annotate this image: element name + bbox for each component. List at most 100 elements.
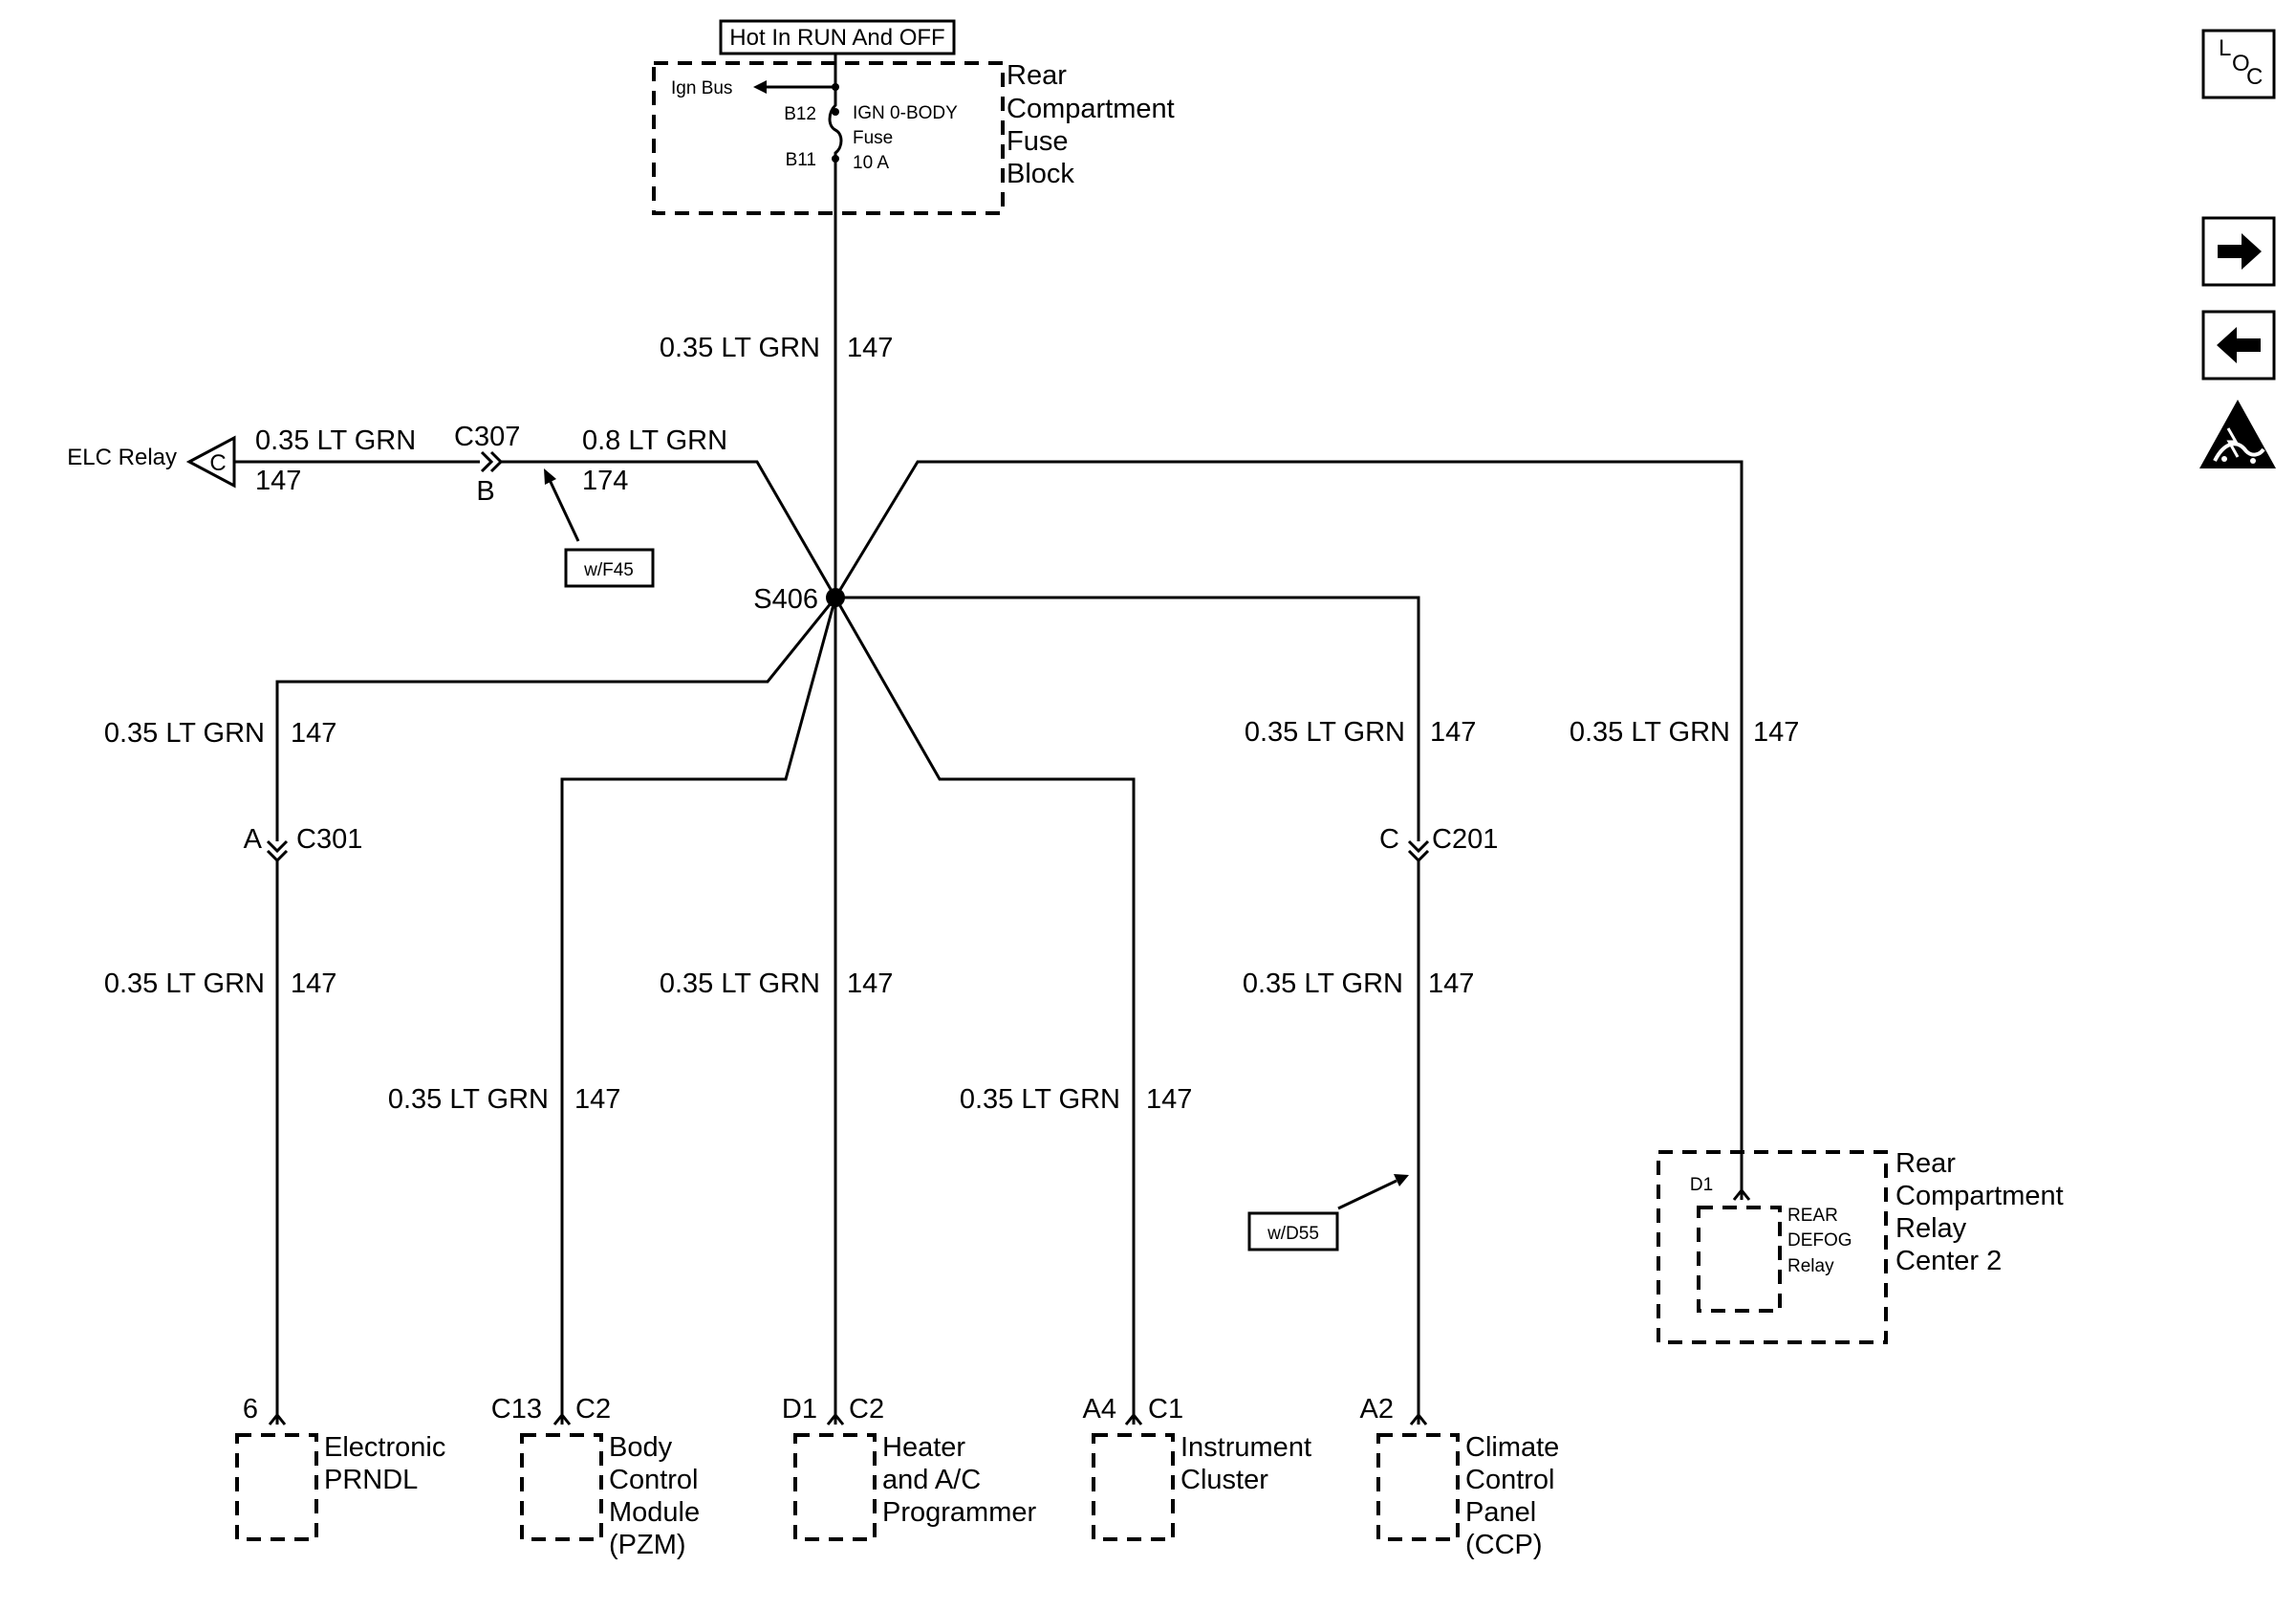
- prndl-lower-gauge: 0.35 LT GRN: [104, 968, 265, 999]
- w-f45-arrowhead: [544, 468, 556, 485]
- fuse-pin-top: [832, 108, 839, 116]
- elc-left-gauge: 0.35 LT GRN: [255, 425, 416, 456]
- elc-left-circuit: 147: [255, 466, 301, 496]
- hvac-wire-circuit: 147: [847, 968, 893, 999]
- right-arrow-icon[interactable]: [2201, 216, 2276, 287]
- ign-bus-label: Ign Bus: [671, 78, 732, 98]
- elc-right-gauge: 0.8 LT GRN: [582, 425, 727, 456]
- ic-pin-symbol: [1124, 1412, 1143, 1425]
- elc-relay-label: ELC Relay: [67, 445, 177, 470]
- ic-pin: A4: [1083, 1394, 1116, 1425]
- c301-label: C301: [296, 824, 362, 855]
- fuse-pin-b11: B11: [786, 150, 816, 170]
- fuse-block-title-3: Fuse: [1007, 126, 1068, 157]
- ccp-lower-circuit: 147: [1428, 968, 1474, 999]
- ccp-upper-circuit: 147: [1430, 717, 1476, 748]
- ic-box: [1092, 1433, 1175, 1541]
- ccp-box: [1376, 1433, 1460, 1541]
- ccp-name-3: Panel: [1465, 1497, 1536, 1528]
- relay-center-pin: D1: [1690, 1175, 1713, 1195]
- w-d55-box: [1247, 1211, 1339, 1251]
- relay-pin-symbol: [1732, 1187, 1751, 1201]
- prndl-box: [235, 1433, 318, 1541]
- elc-right-circuit: 174: [582, 466, 628, 496]
- prndl-name-1: Electronic: [324, 1432, 445, 1463]
- bcm-wire-circuit: 147: [574, 1084, 620, 1115]
- power-label-box: [719, 19, 956, 55]
- rear-wire-gauge: 0.35 LT GRN: [1570, 717, 1730, 748]
- fuse-name: IGN 0-BODY: [853, 103, 958, 123]
- fuse-block-outline: [652, 61, 1005, 215]
- fuse-word: Fuse: [853, 128, 893, 148]
- ign-bus-arrow: [753, 80, 767, 94]
- c307-connector-symbol: [480, 450, 504, 473]
- ic-conn: C1: [1148, 1394, 1183, 1425]
- loc-icon[interactable]: L O C: [2201, 29, 2276, 99]
- rear-wire: [834, 460, 1744, 1200]
- c301-connector-symbol: [266, 839, 289, 863]
- prndl-pin-symbol: [268, 1412, 287, 1425]
- ccp-name-1: Climate: [1465, 1432, 1559, 1463]
- hvac-box: [793, 1433, 877, 1541]
- w-d55-leader: [1337, 1179, 1397, 1210]
- fuse-block-title-1: Rear: [1007, 60, 1067, 91]
- fuse-symbol: [828, 54, 843, 163]
- main-wire-circuit: 147: [847, 333, 893, 363]
- relay-center-title-2: Compartment: [1895, 1181, 2064, 1211]
- c201-connector-symbol: [1407, 839, 1430, 863]
- fuse-rating: 10 A: [853, 153, 889, 173]
- rear-defog-relay-3: Relay: [1787, 1256, 1834, 1276]
- relay-center-title-3: Relay: [1895, 1213, 1967, 1244]
- fuse-pin-b12: B12: [784, 104, 816, 124]
- fuse-block-title-4: Block: [1007, 159, 1074, 189]
- ccp-pin-symbol: [1409, 1412, 1428, 1425]
- left-arrow-icon[interactable]: [2201, 310, 2276, 381]
- bcm-pin: C13: [491, 1394, 542, 1425]
- hvac-pin-symbol: [826, 1412, 845, 1425]
- w-f45-box: [564, 548, 655, 588]
- fuse-pin-bottom: [832, 155, 839, 163]
- hvac-conn: C2: [849, 1394, 884, 1425]
- relay-center-outline: [1657, 1150, 1888, 1344]
- elc-relay-symbol: C: [209, 450, 226, 476]
- prndl-wire-upper: [275, 597, 837, 841]
- rear-defog-relay-2: DEFOG: [1787, 1230, 1852, 1251]
- hvac-wire-gauge: 0.35 LT GRN: [660, 968, 820, 999]
- hvac-name-1: Heater: [882, 1432, 965, 1463]
- c307-pin: B: [476, 476, 494, 507]
- hvac-pin: D1: [782, 1394, 817, 1425]
- w-f45-label: w/F45: [583, 560, 634, 580]
- bcm-box: [520, 1433, 603, 1541]
- c301-pin: A: [244, 824, 263, 855]
- w-f45-leader: [548, 479, 580, 542]
- ccp-name-4: (CCP): [1465, 1530, 1543, 1560]
- power-label: Hot In RUN And OFF: [729, 25, 944, 51]
- ccp-lower-gauge: 0.35 LT GRN: [1243, 968, 1403, 999]
- ccp-name-2: Control: [1465, 1465, 1555, 1495]
- esd-warning-icon: [2199, 400, 2276, 468]
- bcm-wire: [560, 597, 837, 1425]
- ic-name-1: Instrument: [1180, 1432, 1311, 1463]
- bcm-conn: C2: [575, 1394, 611, 1425]
- rear-wire-circuit: 147: [1753, 717, 1799, 748]
- loc-icon-o: O: [2232, 51, 2250, 76]
- loc-icon-l: L: [2219, 35, 2231, 61]
- relay-center-title-4: Center 2: [1895, 1246, 2002, 1276]
- c201-pin: C: [1379, 824, 1399, 855]
- bcm-name-3: Module: [609, 1497, 700, 1528]
- ic-wire-circuit: 147: [1146, 1084, 1192, 1115]
- c201-label: C201: [1432, 824, 1498, 855]
- prndl-upper-circuit: 147: [291, 718, 336, 749]
- ccp-pin: A2: [1360, 1394, 1394, 1425]
- rear-defog-relay-box: [1697, 1206, 1782, 1313]
- prndl-name-2: PRNDL: [324, 1465, 418, 1495]
- bcm-name-4: (PZM): [609, 1530, 686, 1560]
- relay-center-title-1: Rear: [1895, 1148, 1956, 1179]
- ic-wire: [834, 597, 1136, 1425]
- prndl-lower-circuit: 147: [291, 968, 336, 999]
- hvac-name-2: and A/C: [882, 1465, 981, 1495]
- fuse-block-title-2: Compartment: [1007, 94, 1175, 124]
- ccp-upper-gauge: 0.35 LT GRN: [1245, 717, 1405, 748]
- ic-name-2: Cluster: [1180, 1465, 1268, 1495]
